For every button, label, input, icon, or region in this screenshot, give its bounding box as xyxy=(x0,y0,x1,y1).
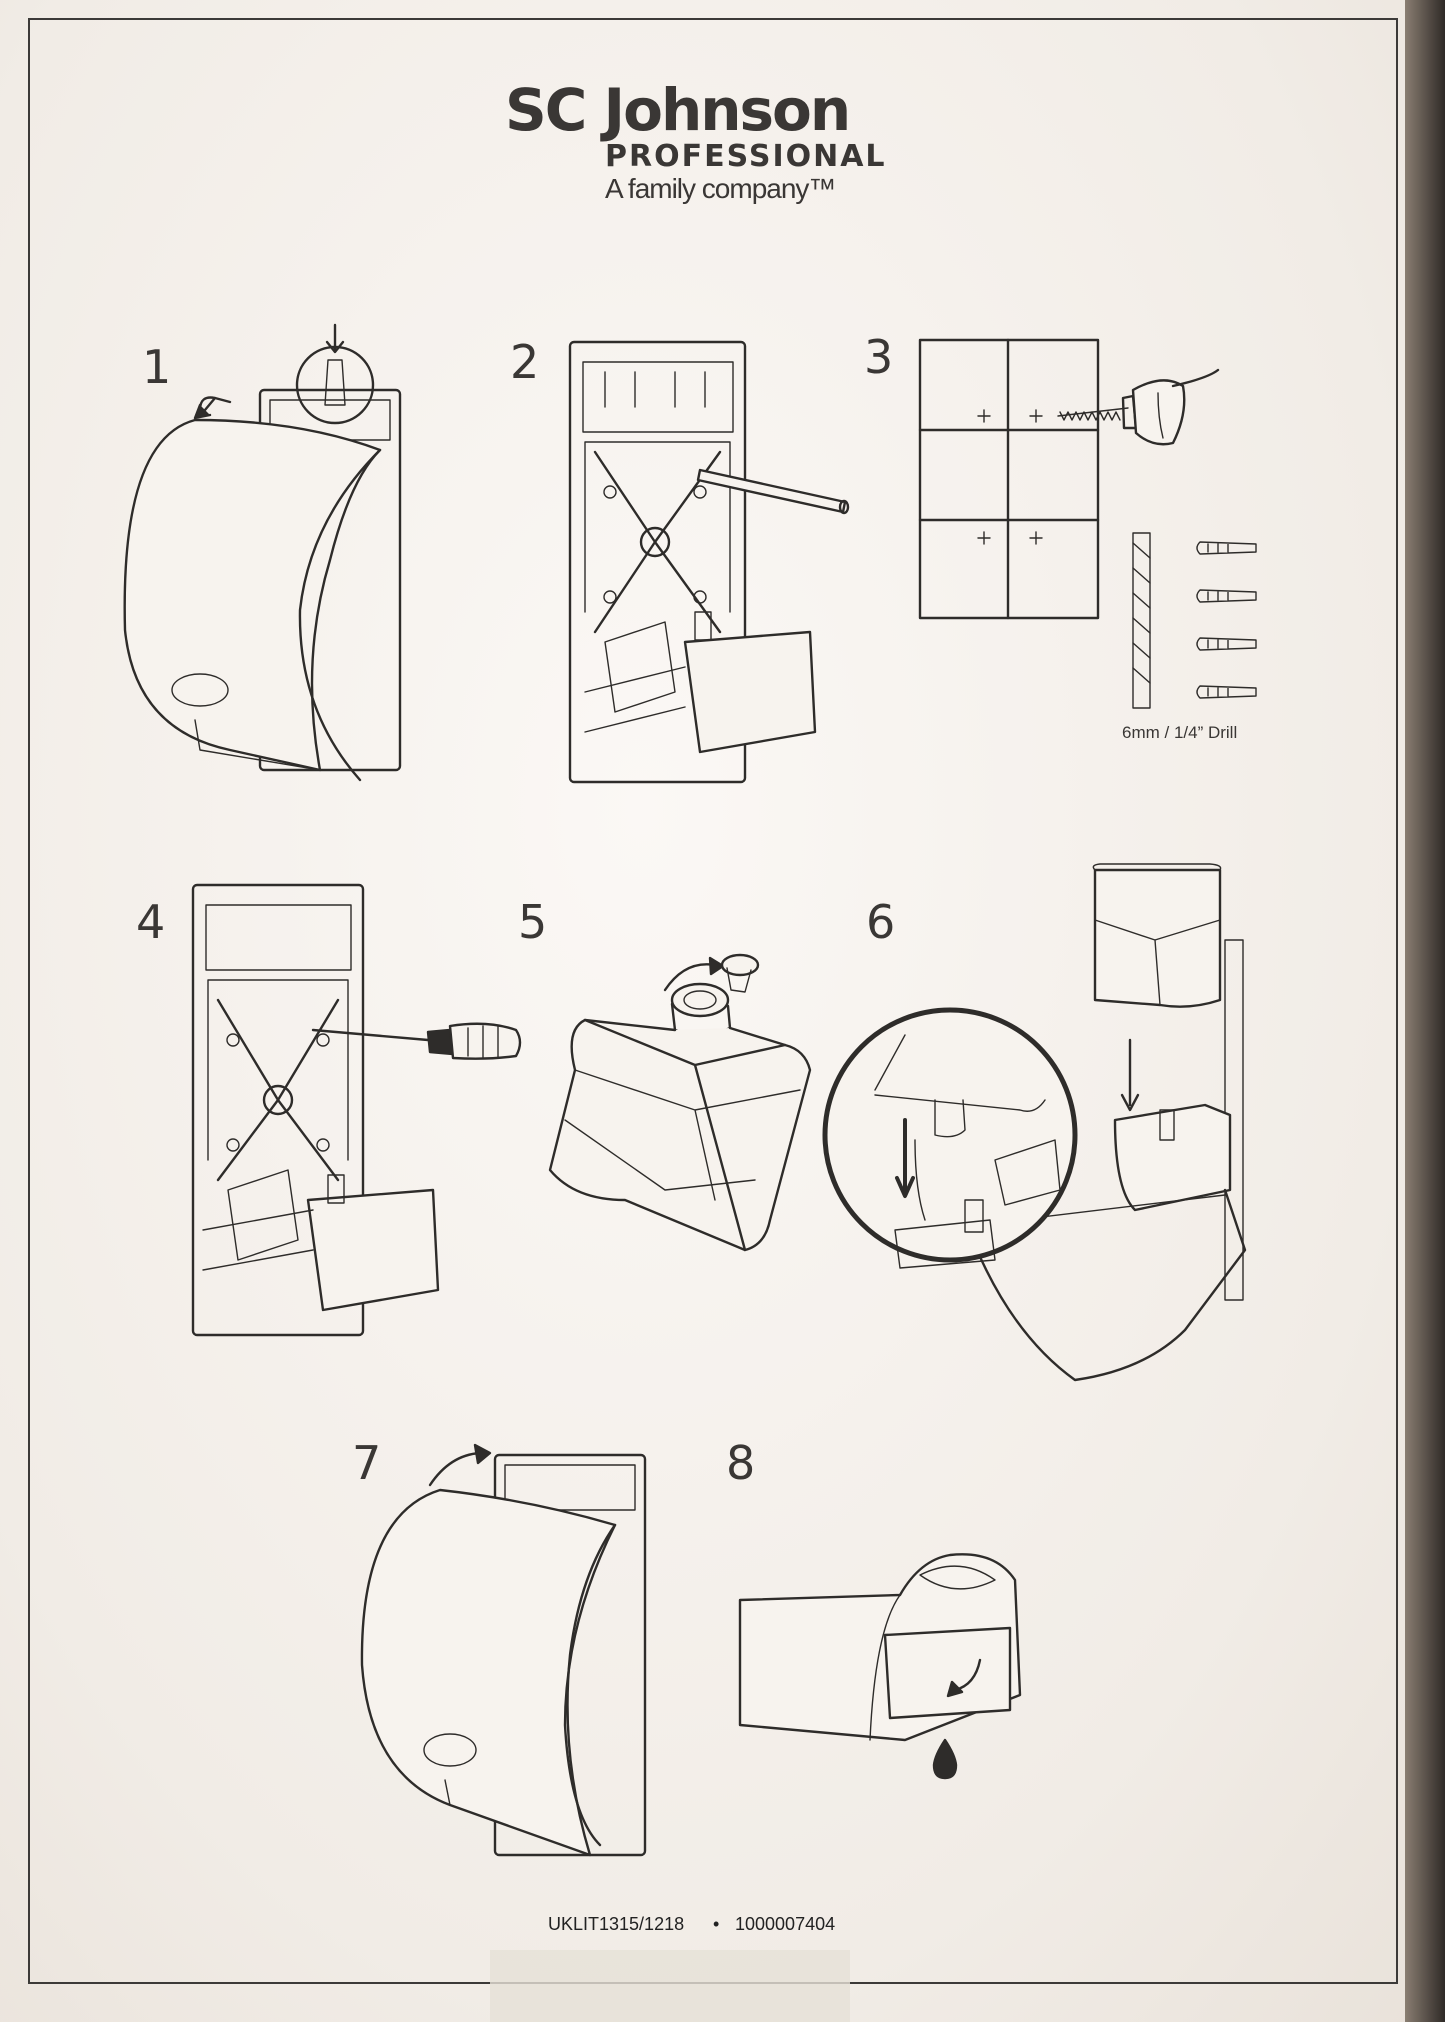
step-3-number: 3 xyxy=(864,330,894,384)
step-5-number: 5 xyxy=(518,895,548,949)
step-2-back-plate-level-illustration xyxy=(568,340,850,784)
step-4-screw-back-plate-illustration xyxy=(191,883,522,1337)
logo-brand: SC Johnson xyxy=(505,76,851,144)
sc-johnson-logo: SC Johnson PROFESSIONAL A family company… xyxy=(505,80,887,204)
step-7-close-cover-illustration xyxy=(360,1443,647,1857)
step-4-number: 4 xyxy=(136,895,166,949)
logo-sub: PROFESSIONAL xyxy=(605,139,887,174)
step-5-remove-cap-illustration xyxy=(548,953,812,1252)
step-3-drill-template-illustration xyxy=(918,338,1257,709)
step-7-number: 7 xyxy=(352,1436,382,1490)
logo-tagline: A family company™ xyxy=(605,173,836,204)
footer-code: UKLIT1315/1218 xyxy=(548,1914,685,1934)
step-8-dispense-illustration xyxy=(738,1553,1022,1780)
step-6-number: 6 xyxy=(866,895,896,949)
step-1-open-cover-illustration xyxy=(123,323,402,782)
step-8-number: 8 xyxy=(726,1436,756,1490)
step-2-number: 2 xyxy=(510,335,540,389)
tape-strip xyxy=(490,1950,850,2022)
step-6-insert-refill-illustration xyxy=(822,863,1247,1382)
footer-number: 1000007404 xyxy=(735,1914,836,1934)
footer-separator: • xyxy=(713,1914,720,1934)
table-surface-edge xyxy=(1405,0,1445,2022)
step-1-number: 1 xyxy=(142,340,172,394)
drill-size-note: 6mm / 1/4” Drill xyxy=(1122,723,1238,742)
